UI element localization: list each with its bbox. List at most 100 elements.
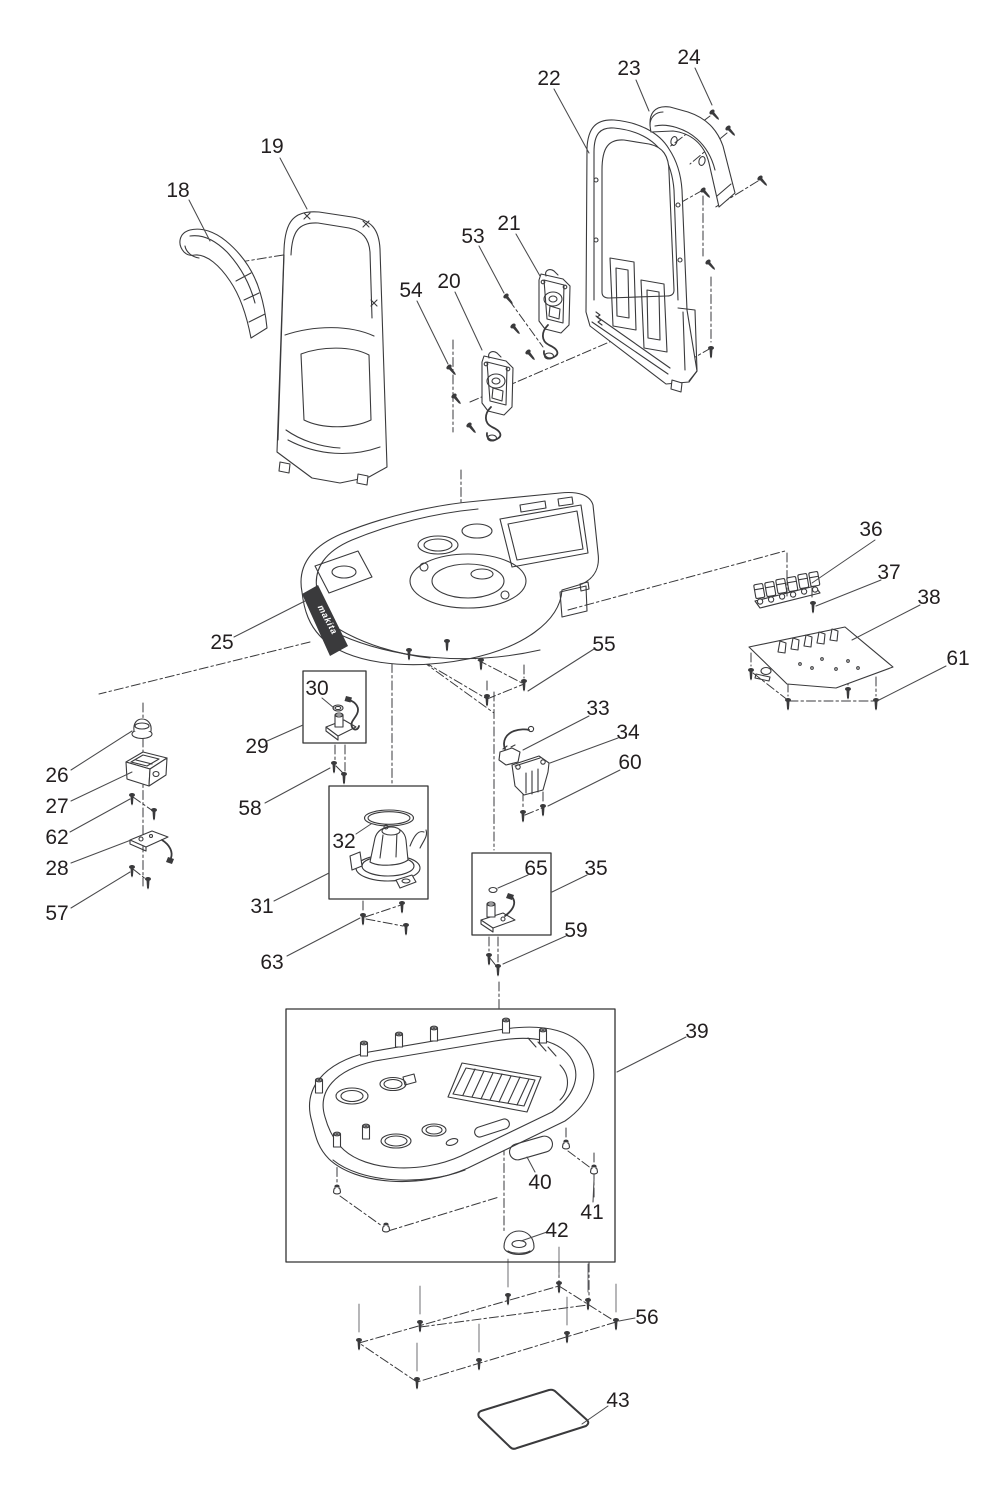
leader-line-62 — [69, 798, 131, 833]
leader-line-19 — [279, 157, 308, 210]
leader-line-33 — [522, 715, 590, 751]
part-label-37: 37 — [877, 561, 900, 584]
inset-box-35 — [471, 852, 552, 936]
leader-line-29 — [266, 724, 304, 742]
part-label-23: 23 — [617, 57, 640, 80]
alignment-dash-line — [358, 1342, 418, 1383]
screw-glyph — [505, 1293, 511, 1306]
alignment-dash-line — [486, 683, 525, 700]
screw-glyph — [445, 363, 459, 378]
part-label-36: 36 — [859, 518, 882, 541]
screw-glyph — [145, 877, 151, 890]
part-31-fan-motor — [349, 824, 428, 889]
inset-box-31 — [328, 785, 429, 900]
part-label-22: 22 — [537, 67, 560, 90]
screw-glyph — [810, 601, 816, 614]
part-41-rubber-foot — [589, 1164, 599, 1175]
screw-glyph — [509, 322, 523, 337]
leader-line-41 — [592, 1179, 595, 1203]
leader-line-65 — [497, 874, 529, 889]
alignment-dash-line — [408, 652, 488, 700]
part-36-terminal-block — [753, 570, 822, 609]
part-label-31: 31 — [250, 895, 273, 918]
alignment-dash-line — [524, 807, 543, 816]
leader-line-35 — [551, 874, 588, 893]
part-label-21: 21 — [497, 212, 520, 235]
part-19-front-cover — [276, 211, 388, 486]
screw-glyph — [873, 698, 879, 711]
part-42-round-foot — [503, 1230, 535, 1256]
part-label-54: 54 — [399, 279, 423, 302]
part-label-59: 59 — [564, 919, 587, 942]
leader-line-18 — [188, 199, 211, 242]
leader-line-56 — [618, 1317, 636, 1322]
alignment-dash-line — [339, 1195, 383, 1227]
part-label-62: 62 — [45, 826, 68, 849]
screw-glyph — [484, 694, 490, 707]
diagram-line-art: makita — [125, 106, 894, 1450]
screw-glyph — [845, 687, 851, 700]
screw-glyph — [341, 772, 347, 785]
leader-line-25 — [233, 600, 306, 638]
part-43-name-plate — [477, 1388, 590, 1450]
leader-line-36 — [811, 539, 876, 584]
leader-line-57 — [70, 871, 131, 909]
alignment-dash-line — [98, 641, 311, 695]
screw-glyph — [708, 346, 714, 359]
part-41-rubber-foot — [561, 1139, 571, 1150]
alignment-dash-line — [364, 904, 402, 918]
alignment-dash-line — [489, 957, 498, 968]
part-label-65: 65 — [524, 857, 547, 880]
alignment-dash-line — [387, 1196, 500, 1232]
leader-line-61 — [878, 665, 947, 701]
alignment-dash-line — [358, 1285, 560, 1344]
part-label-25: 25 — [210, 631, 233, 654]
part-23-handle-cover — [649, 106, 736, 208]
part-label-28: 28 — [45, 857, 68, 880]
part-20-latch — [481, 350, 514, 442]
part-25-top-housing: makita — [300, 491, 599, 666]
screw-glyph — [495, 964, 501, 977]
part-34-heatsink-block — [511, 755, 550, 796]
leader-line-30 — [321, 697, 335, 709]
part-label-38: 38 — [917, 586, 940, 609]
part-41-rubber-foot — [332, 1184, 342, 1195]
part-label-18: 18 — [166, 179, 189, 202]
leader-line-63 — [286, 917, 361, 957]
screw-glyph — [502, 292, 516, 307]
part-label-39: 39 — [685, 1020, 708, 1043]
part-label-40: 40 — [528, 1171, 551, 1194]
screw-glyph — [524, 348, 538, 363]
alignment-dash-line — [567, 550, 786, 611]
part-65-ring — [488, 886, 498, 894]
screw-glyph — [450, 392, 464, 407]
leader-line-55 — [527, 648, 595, 692]
part-label-35: 35 — [584, 857, 607, 880]
part-32-o-ring — [363, 809, 415, 827]
leader-line-22 — [553, 88, 590, 154]
part-label-56: 56 — [635, 1306, 658, 1329]
part-label-33: 33 — [586, 697, 609, 720]
part-22-frame — [585, 119, 698, 393]
screw-glyph — [360, 913, 366, 926]
part-label-53: 53 — [461, 225, 484, 248]
part-label-43: 43 — [606, 1389, 629, 1412]
screw-glyph — [540, 804, 546, 817]
leader-line-26 — [70, 730, 133, 771]
screw-glyph — [585, 1298, 591, 1311]
screw-glyph — [151, 808, 157, 821]
alignment-dash-line — [421, 660, 495, 714]
inset-boxes-layer — [285, 670, 616, 1263]
screw-glyph — [129, 865, 135, 878]
screw-glyph — [704, 258, 718, 272]
screw-glyph — [708, 108, 722, 122]
part-label-29: 29 — [245, 735, 268, 758]
alignment-dash-line — [132, 796, 154, 812]
screw-glyph — [699, 186, 713, 200]
screw-glyph — [724, 124, 738, 138]
inset-box-29 — [302, 670, 367, 744]
screw-glyph — [520, 810, 526, 823]
part-30-contact-assy — [325, 696, 360, 741]
